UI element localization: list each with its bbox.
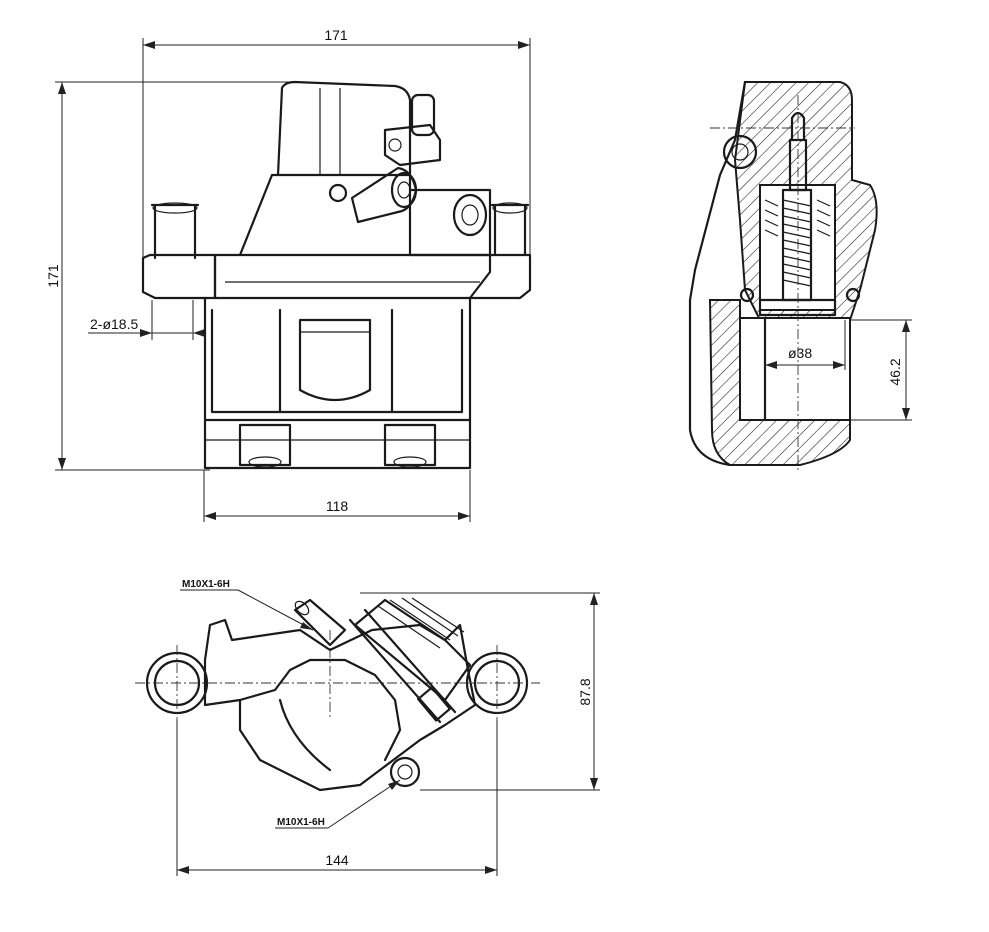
dim-front-width-bottom-label: 118	[326, 498, 349, 514]
dim-front-hole: 2-ø18.5	[88, 300, 205, 340]
dim-front-hole-label: 2-ø18.5	[90, 316, 138, 332]
dim-front-bottom: 118	[203, 470, 471, 522]
leader-thread-lower: M10X1-6H	[275, 779, 401, 829]
dim-top-width-label: 144	[325, 852, 349, 868]
dim-front-height-left-label: 171	[45, 264, 61, 288]
dim-top-width: 144	[176, 720, 498, 876]
dim-section-depth: 46.2	[850, 319, 912, 421]
leader-thread-upper: M10X1-6H	[180, 579, 314, 631]
top-view: M10X1-6H M10X1-6H 87.8 144	[135, 579, 600, 876]
front-view: 171 171 2-ø18.5 118	[45, 27, 532, 522]
dim-top-height-label: 87.8	[577, 678, 593, 705]
section-housing-lower	[708, 299, 851, 466]
front-body	[141, 80, 532, 470]
dim-front-top: 171	[142, 27, 531, 280]
dim-front-left: 171	[45, 81, 290, 471]
section-view: ø38 46.2	[688, 80, 912, 470]
dim-section-bore-label: ø38	[788, 345, 812, 361]
dim-front-width-top-label: 171	[324, 27, 348, 43]
dim-section-bore: ø38	[765, 320, 846, 370]
dim-section-depth-label: 46.2	[887, 358, 903, 385]
thread-upper-label: M10X1-6H	[182, 579, 230, 590]
top-bellows	[353, 597, 472, 702]
dim-top-height: 87.8	[360, 592, 600, 791]
thread-lower-label: M10X1-6H	[277, 817, 325, 828]
